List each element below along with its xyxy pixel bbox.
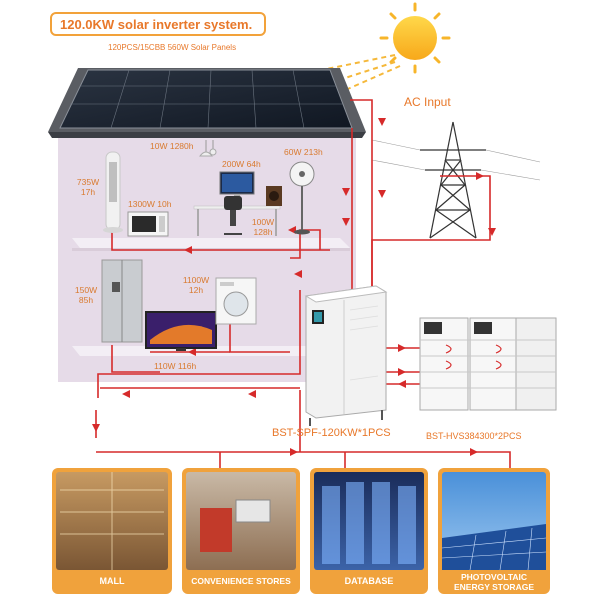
heater-watt-label: 735W [76,177,100,187]
speaker-watt-label: 100W [251,217,275,227]
card-pv-label-line2: ENERGY STORAGE [454,582,534,592]
computer-desk-icon [193,171,281,236]
battery-label: BST-HVS384300*2PCS [426,431,522,441]
inverter-cabinet-icon [304,285,388,426]
refrigerator-icon [101,259,143,343]
solar-panel-array [59,69,353,129]
card-mall-label: MALL [99,576,125,586]
ceiling-lamp-icon [198,140,217,157]
washer-watt-label: 1100W [182,275,210,285]
card-database-label: DATABASE [344,576,394,586]
wiring [95,99,511,468]
lower-floor [72,346,350,356]
card-convenience-label: CONVENIENCE STORES [191,576,291,586]
fan-load-label: 60W 213h [284,147,323,157]
washer-hours-label: 12h [188,285,204,295]
diagram-title: 120.0KW solar inverter system. [50,12,266,36]
ac-input-label: AC Input [404,95,451,109]
microwave-icon [127,211,169,237]
television-icon [145,311,217,351]
tv-load-label: 110W 116h [154,361,197,371]
battery-rack-icon [419,317,557,411]
computer-load-label: 200W 64h [222,159,261,169]
light-load-label: 10W 1280h [150,141,194,151]
sun-icon [379,2,451,74]
upper-floor [72,238,350,248]
inverter-label: BST-SPF-120KW*1PCS [272,427,391,439]
card-mall [52,468,172,594]
tower-heater-icon [103,151,123,233]
power-tower-icon [420,121,486,239]
speaker-hours-label: 128h [253,227,273,237]
card-pv-label-line1: PHOTOVOLTAIC [460,572,528,582]
power-lines [371,139,541,181]
fridge-hours-label: 85h [78,295,94,305]
card-database [310,468,428,594]
standing-fan-icon [289,161,315,235]
flow-arrows [92,118,496,456]
washing-machine-icon [215,277,257,325]
microwave-load-label: 1300W 10h [128,199,172,209]
card-photovoltaic-energy-storage [438,468,550,594]
panels-label: 120PCS/15CBB 560W Solar Panels [108,43,237,52]
speaker-icon [266,186,282,206]
card-convenience-stores [182,468,300,594]
fridge-watt-label: 150W [74,285,98,295]
heater-hours-label: 17h [80,187,96,197]
